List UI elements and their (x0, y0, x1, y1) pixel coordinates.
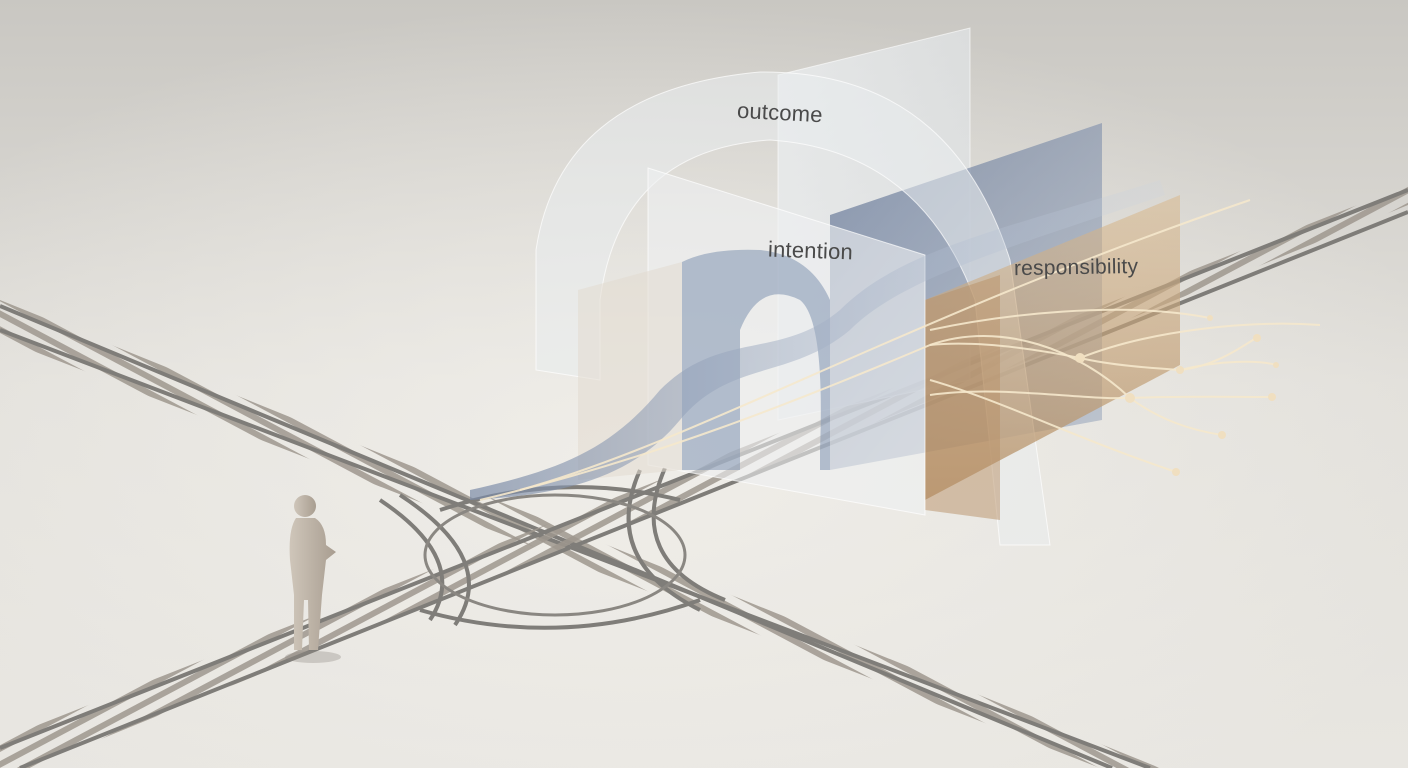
flow-ribbon (470, 180, 1165, 500)
label-outcome: outcome (736, 97, 824, 128)
label-intention: intention (767, 236, 854, 265)
outcome-arch (535, 71, 1051, 546)
standing-figure (285, 495, 341, 663)
label-responsibility: responsibility (1013, 254, 1139, 281)
branching-threads (479, 199, 1321, 501)
thread-nodes (1075, 315, 1279, 476)
